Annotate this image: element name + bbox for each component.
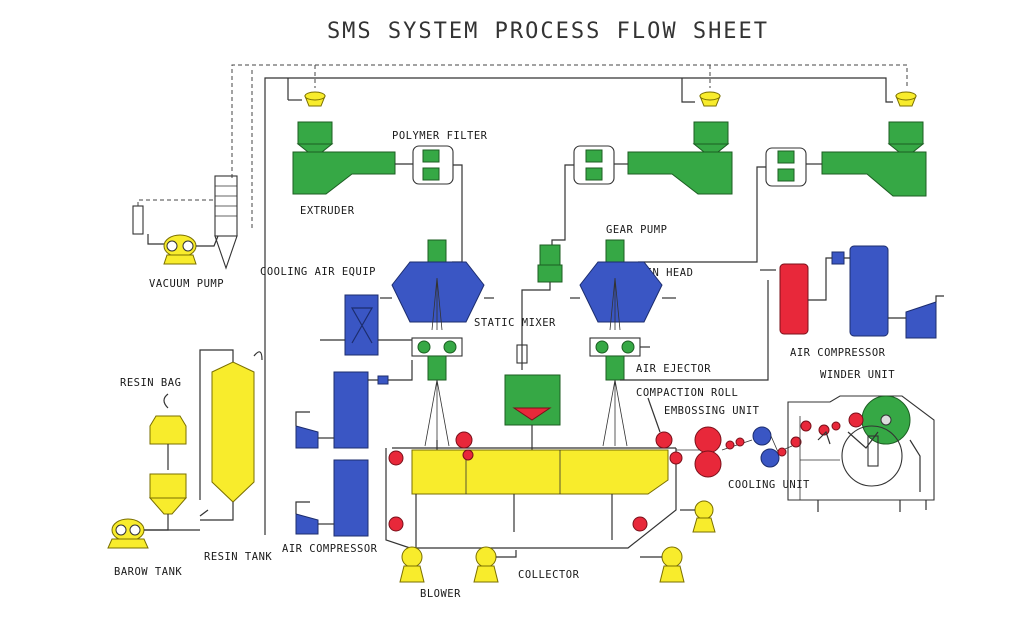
air-compressor-upper	[333, 371, 369, 449]
label-embossing-unit: EMBOSSING UNIT	[664, 405, 760, 417]
extruder-1: EXTRUDER	[292, 91, 396, 217]
label-resin-bag: RESIN BAG	[120, 377, 181, 389]
air-compressor-tank	[849, 245, 889, 337]
extruder-3-barrel	[821, 151, 927, 197]
extruder-3	[821, 91, 927, 197]
cooling-roll-1	[752, 426, 772, 446]
label-gear-pump: GEAR PUMP	[606, 224, 667, 236]
air-compressor-left-group: AIR COMPRESSOR	[282, 360, 413, 555]
label-winder-unit: WINDER UNIT	[820, 369, 895, 381]
collector-box	[411, 449, 669, 495]
label-blower: BLOWER	[420, 588, 461, 600]
extruder-2-barrel	[627, 151, 733, 195]
embossing-roll	[694, 450, 722, 478]
resin-system: RESIN BAG BAROW TANK RESIN TANK	[107, 349, 272, 578]
extruder-1-feed	[297, 121, 333, 145]
label-air-ejector: AIR EJECTOR	[636, 363, 711, 375]
diagram-title: SMS SYSTEM PROCESS FLOW SHEET	[327, 19, 769, 44]
spin-head-right	[579, 261, 663, 323]
winder-unit	[787, 395, 935, 512]
air-compressor-right-group: AIR COMPRESSOR	[620, 245, 944, 381]
cooling-roll-2	[760, 448, 780, 468]
air-compressor-lower	[333, 459, 369, 537]
extruder-1-barrel	[292, 151, 396, 195]
resin-hopper	[149, 473, 187, 499]
label-vacuum-pump: VACUUM PUMP	[149, 278, 224, 290]
spin-beam-center: STATIC MIXER	[474, 244, 563, 450]
label-compaction-roll: COMPACTION ROLL	[636, 387, 738, 399]
label-resin-tank: RESIN TANK	[204, 551, 272, 563]
label-static-mixer: STATIC MIXER	[474, 317, 556, 329]
resin-tank	[211, 361, 255, 503]
resin-bag	[149, 415, 187, 445]
label-cooling-unit: COOLING UNIT	[728, 479, 810, 491]
air-receiver-tank	[779, 263, 809, 335]
spin-beam-right: AIR EJECTOR	[570, 239, 711, 447]
extruder-2	[627, 91, 733, 195]
finishing-line: COMPACTION ROLL EMBOSSING UNIT COOLING U…	[636, 369, 895, 491]
compaction-roll	[694, 426, 722, 454]
cooling-air-box	[320, 294, 412, 356]
collector-conveyor: COLLECTOR	[385, 431, 683, 581]
polymer-filter-3	[638, 147, 822, 263]
label-barow-tank: BAROW TANK	[114, 566, 182, 578]
control-dashed-loop	[231, 64, 908, 228]
vacuum-system: VACUUM PUMP	[132, 175, 238, 290]
label-extruder: EXTRUDER	[300, 205, 355, 217]
label-cooling-air-equip: COOLING AIR EQUIP	[260, 266, 376, 278]
spin-beam-left	[380, 239, 494, 450]
label-air-compressor-left: AIR COMPRESSOR	[282, 543, 378, 555]
label-polymer-filter: POLYMER FILTER	[392, 130, 488, 142]
label-collector: COLLECTOR	[518, 569, 580, 581]
blowers: BLOWER	[399, 500, 716, 600]
label-air-compressor-right: AIR COMPRESSOR	[790, 347, 886, 359]
polymer-filter-2	[551, 145, 628, 250]
solid-supply-lines	[264, 77, 893, 535]
